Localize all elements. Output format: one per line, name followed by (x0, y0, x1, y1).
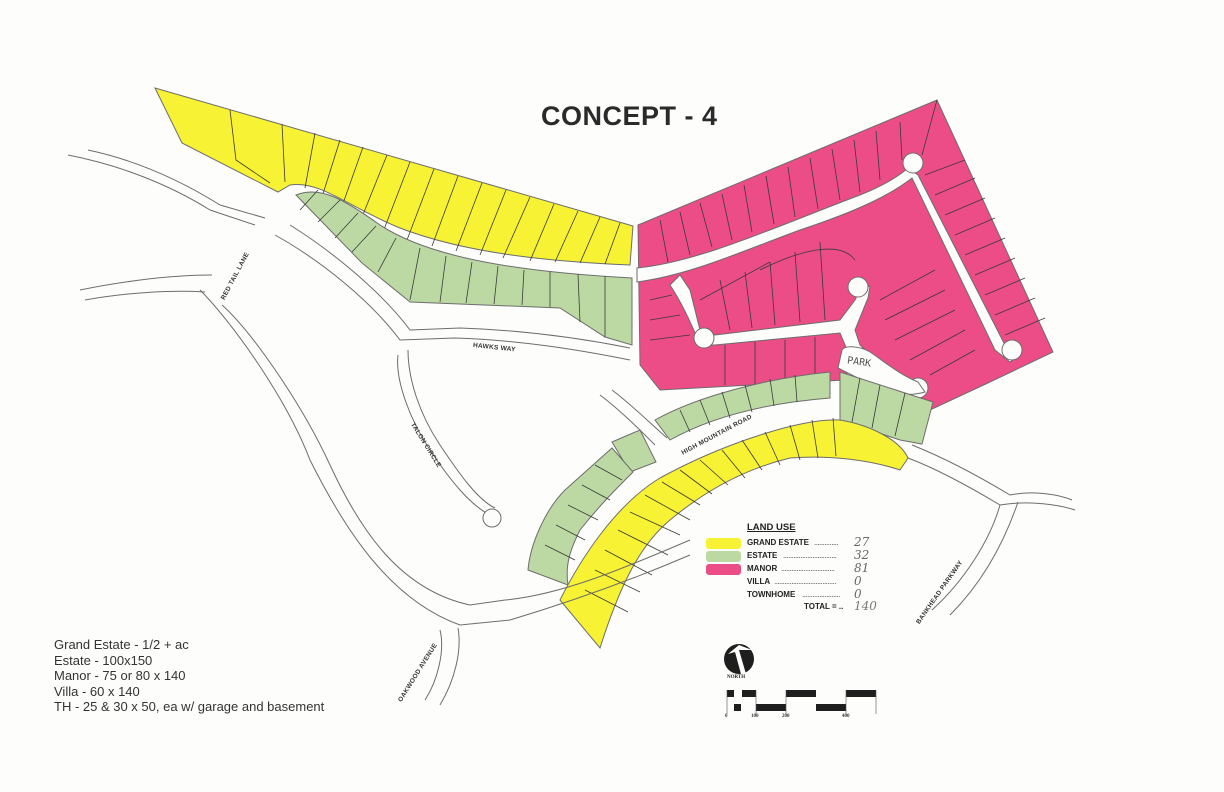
legend-count: 0 (854, 574, 862, 588)
road-network (67, 149, 1076, 706)
legend-dots: .................................... (774, 577, 837, 586)
legend-label: ESTATE (747, 551, 778, 560)
legend-count: 81 (854, 561, 870, 575)
note-line: Villa - 60 x 140 (54, 683, 140, 699)
legend-count: 32 (854, 548, 870, 562)
scale-bar (726, 690, 877, 714)
page-title: CONCEPT - 4 (541, 101, 718, 131)
scale-tick-400: 400 (842, 714, 850, 719)
legend-swatch-grand-estate (706, 538, 741, 549)
legend-label: VILLA (747, 577, 771, 586)
note-line: TH - 25 & 30 x 50, ea w/ garage and base… (54, 699, 325, 714)
scale-tick-0: 0 (725, 714, 728, 719)
legend-label: TOWNHOME (747, 590, 796, 599)
legend-row-grand-estate: GRAND ESTATE .............. 27 (706, 535, 896, 550)
estate-central-block (527, 371, 934, 586)
note-line: Grand Estate - 1/2 + ac (54, 637, 189, 652)
legend-dots: ...................... (802, 590, 840, 599)
legend-total-label: TOTAL = .. (804, 602, 844, 611)
legend-dots: ............................... (781, 564, 835, 573)
legend-count: 27 (854, 535, 870, 549)
grand-estate-north-block (154, 87, 634, 266)
manor-block (636, 99, 1054, 411)
legend-label: GRAND ESTATE (747, 538, 809, 547)
legend-label: MANOR (747, 564, 778, 573)
lot-size-notes: Grand Estate - 1/2 + ac Estate - 100x150… (54, 637, 324, 715)
note-line: Manor - 75 or 80 x 140 (54, 668, 186, 683)
legend-swatch-estate (706, 551, 741, 562)
grand-estate-south-block (559, 417, 909, 650)
legend-total-value: 140 (854, 599, 877, 613)
legend-dots: .............. (814, 538, 839, 547)
legend-row-estate: ESTATE ............................... 3… (706, 548, 896, 563)
legend-count: 0 (854, 587, 862, 601)
north-arrow-icon (724, 644, 754, 674)
estate-north-block (295, 189, 633, 346)
legend-row-manor: MANOR ............................... 81 (706, 561, 896, 576)
north-label: NORTH (727, 675, 746, 680)
legend-dots: ............................... (783, 551, 837, 560)
legend-title: LAND USE (747, 522, 796, 533)
scale-tick-100: 100 (751, 714, 759, 719)
legend-row-townhome: TOWNHOME ...................... 0 (706, 587, 896, 602)
scale-tick-200: 200 (782, 714, 790, 719)
note-line: Estate - 100x150 (54, 652, 153, 668)
legend-row-villa: VILLA ..................................… (706, 574, 896, 589)
legend-swatch-manor (706, 564, 741, 575)
